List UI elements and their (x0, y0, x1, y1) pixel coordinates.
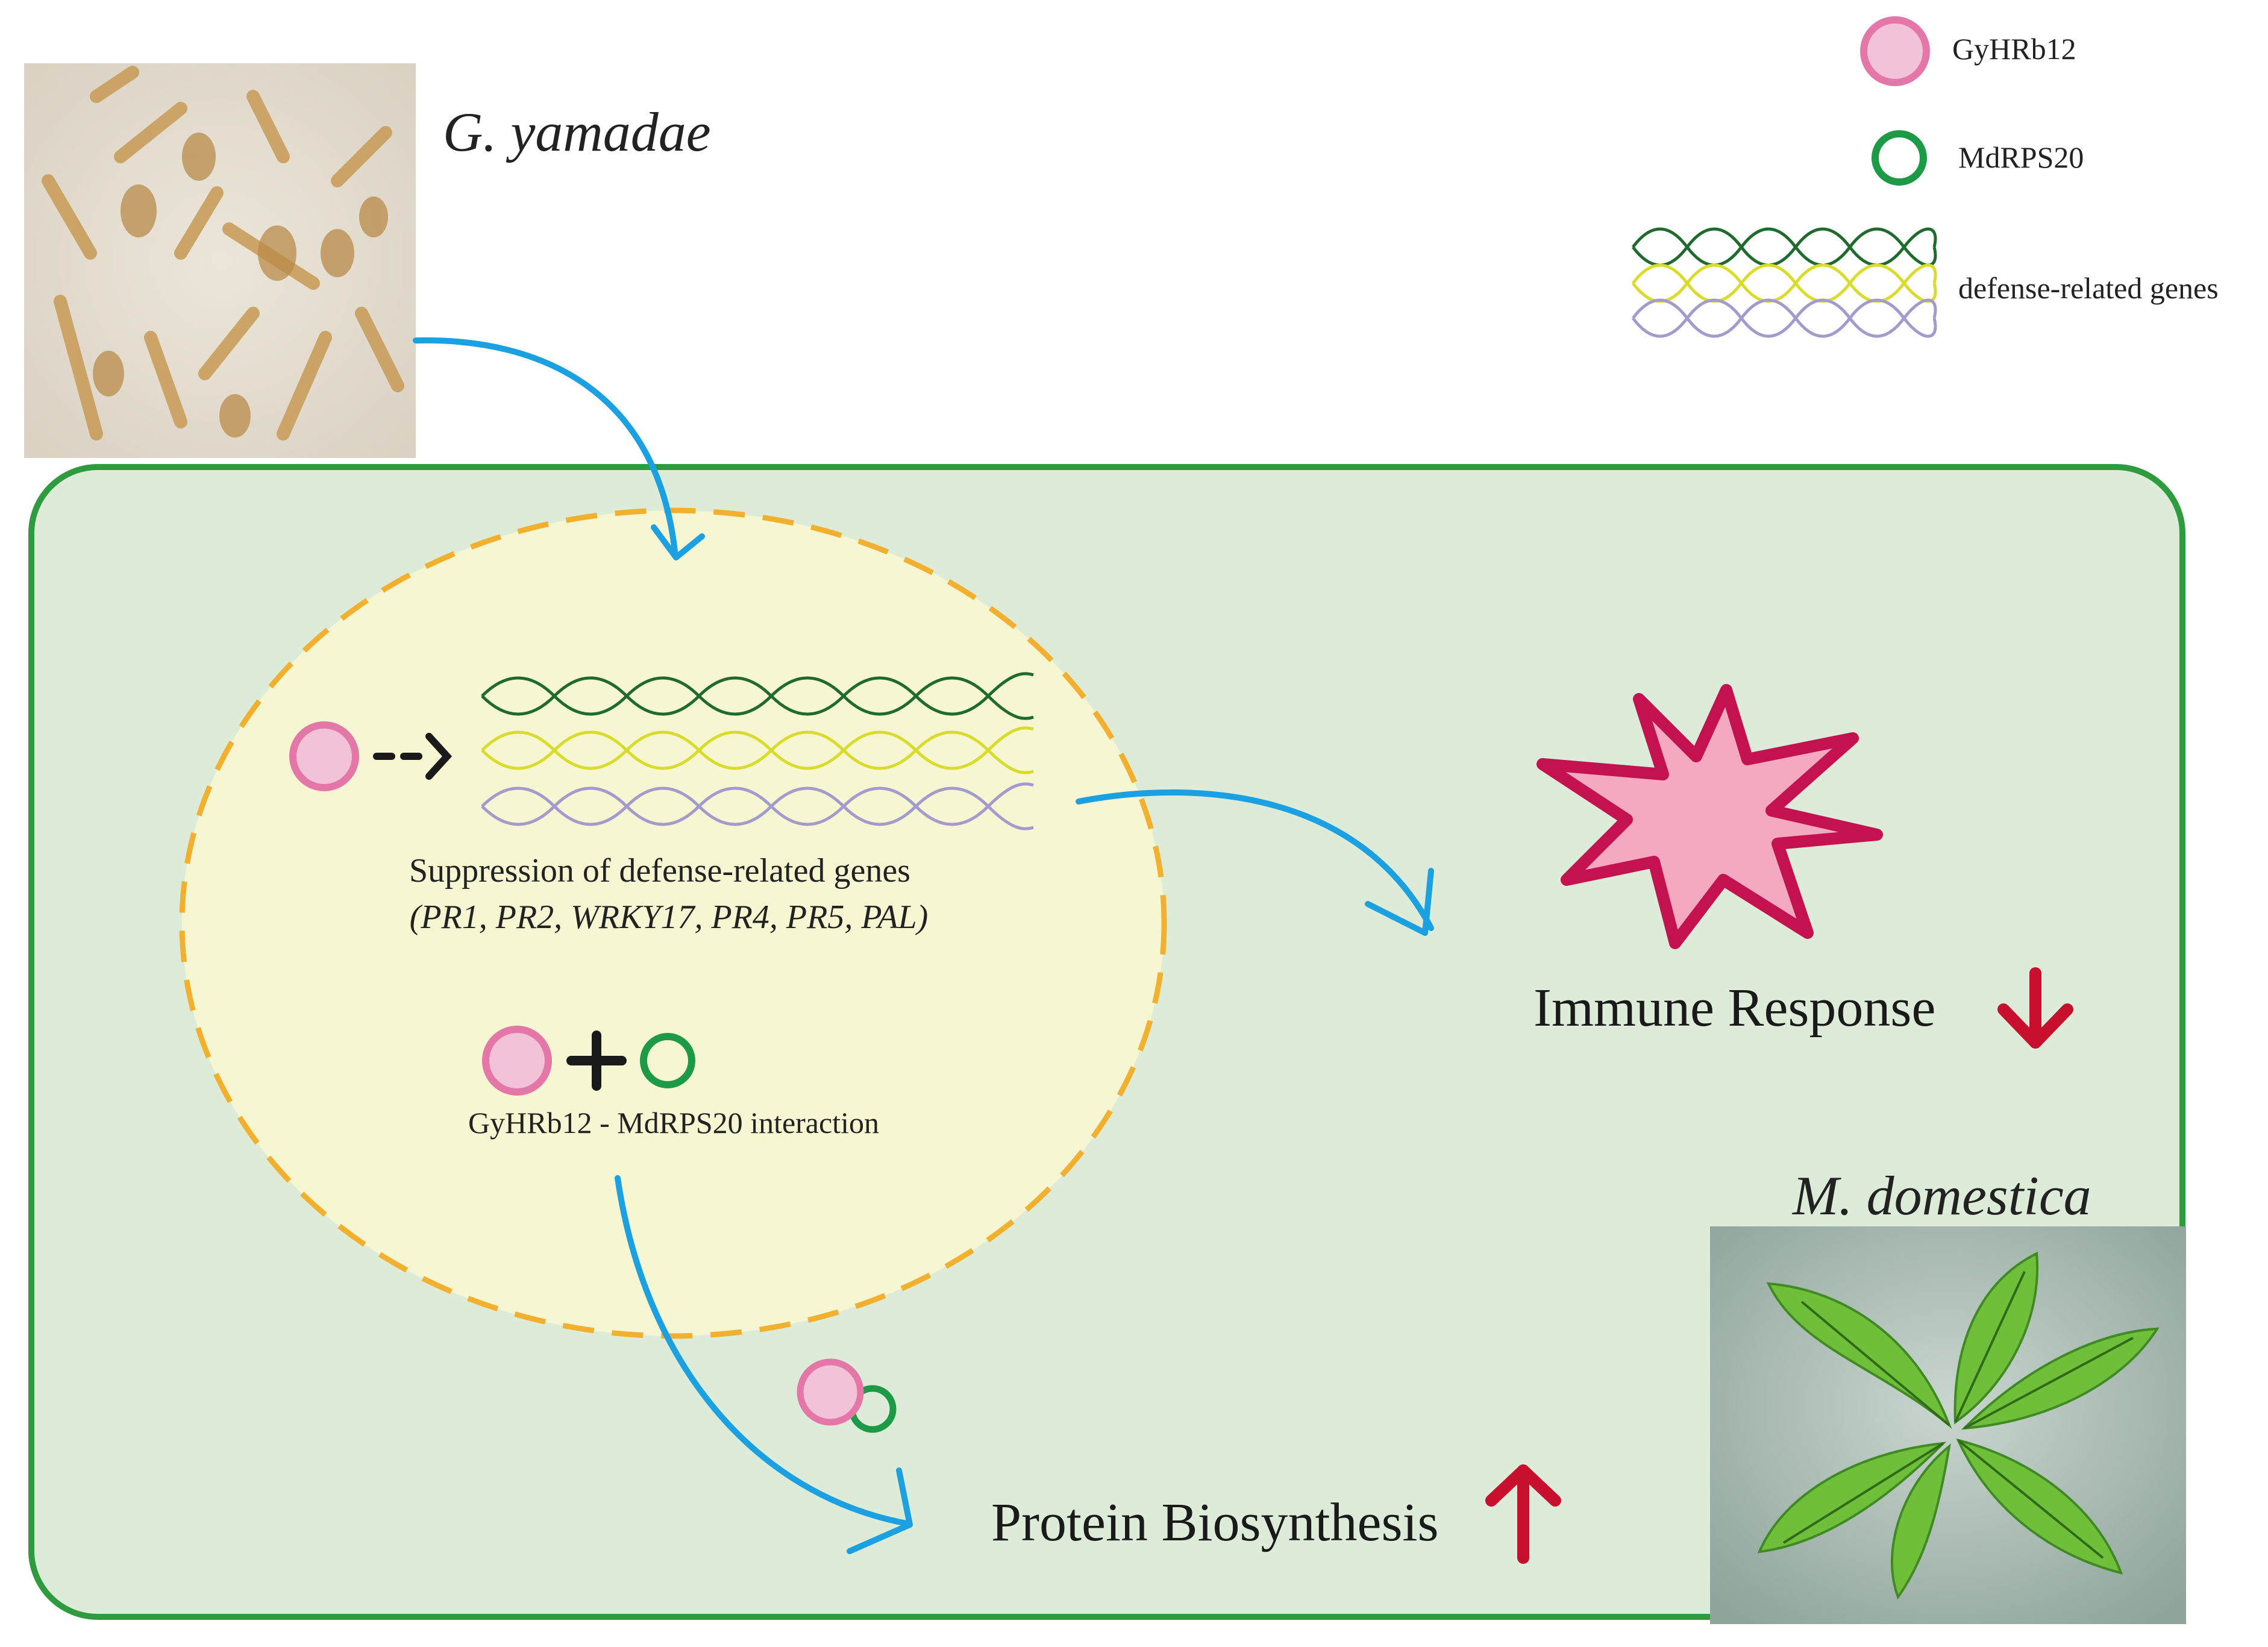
gene-list: (PR1, PR2, WRKY17, PR4, PR5, PAL) (410, 899, 929, 936)
legend: GyHRb12 MdRPS20 defense-related genes (1632, 16, 2219, 338)
gyhrb12-legend-icon (1860, 16, 1930, 86)
immune-down-arrow-icon (1997, 967, 2073, 1049)
mdrps20-interaction-icon (640, 1033, 695, 1088)
protein-up-arrow-icon (1485, 1464, 1561, 1564)
host-label: M. domestica (1791, 1165, 2091, 1226)
pathogen-micrograph (24, 63, 416, 458)
host-plant-photo (1710, 1226, 2186, 1624)
arrow-pathogen-to-nucleus (413, 337, 678, 554)
mdrps20-legend-icon (1872, 130, 1927, 186)
interaction-label: GyHRb12 - MdRPS20 interaction (468, 1106, 879, 1140)
nucleus (179, 507, 1167, 1339)
gyhrb12-effector-icon (289, 721, 359, 791)
arrow-to-protein-biosynthesis-head (847, 1467, 913, 1554)
protein-biosynthesis-label: Protein Biosynthesis (991, 1493, 1439, 1552)
immune-response-label: Immune Response (1533, 978, 1935, 1038)
arrow-to-protein-biosynthesis (615, 1175, 910, 1526)
legend-mdrps20-label: MdRPS20 (1958, 140, 2084, 174)
immune-burst-icon (1537, 684, 1883, 949)
arrow-to-immune-response-head (1365, 868, 1434, 936)
complex-gyhrb12-icon (797, 1358, 864, 1426)
arrow-pathogen-to-nucleus-head (651, 524, 705, 560)
pathogen-label: G. yamadae (443, 101, 711, 163)
arrow-to-immune-response (1076, 789, 1434, 931)
dashed-suppression-arrow (373, 733, 453, 780)
legend-gyhrb12-label: GyHRb12 (1952, 32, 2076, 66)
legend-genes-label: defense-related genes (1958, 271, 2219, 305)
plus-icon (566, 1031, 627, 1091)
defense-genes-strands (481, 672, 1034, 830)
genes-legend-icon (1632, 227, 1937, 338)
suppression-title: Suppression of defense-related genes (409, 852, 910, 889)
gyhrb12-interaction-icon (482, 1026, 552, 1096)
